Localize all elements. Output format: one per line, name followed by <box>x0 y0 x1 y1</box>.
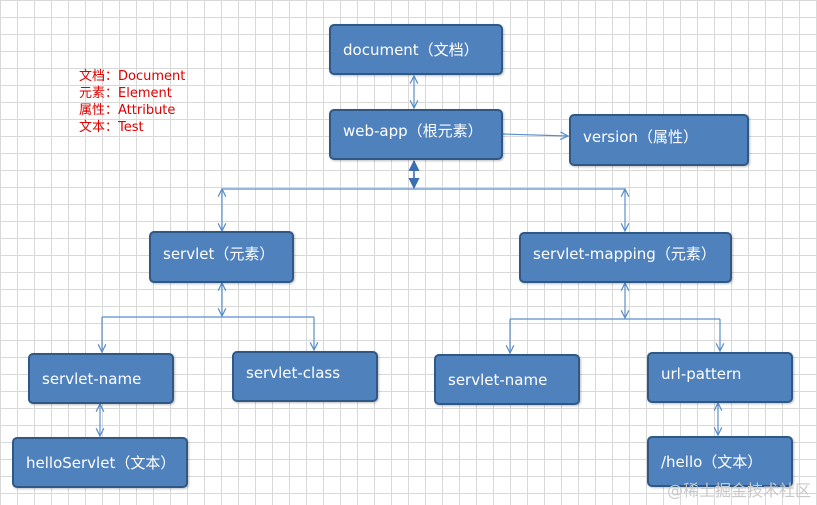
legend: 文档：Document 元素：Element 属性：Attribute 文本：T… <box>79 68 185 136</box>
node-hello-path-label: /hello（文本） <box>661 453 763 471</box>
link-webapp-version <box>501 134 568 136</box>
node-document-label: document（文档） <box>343 41 479 59</box>
node-servlet-mapping-label: servlet-mapping（元素） <box>533 245 716 263</box>
node-servlet-mapping: servlet-mapping（元素） <box>519 232 732 283</box>
legend-attribute: 属性：Attribute <box>79 103 176 118</box>
legend-element: 元素：Element <box>79 86 172 101</box>
node-servlet-name-left-label: servlet-name <box>42 369 142 388</box>
node-web-app-label: web-app（根元素） <box>343 122 483 140</box>
node-hello-servlet-label: helloServlet（文本） <box>26 454 176 472</box>
node-url-pattern-label: url-pattern <box>661 364 742 383</box>
node-servlet-class: servlet-class <box>232 351 378 402</box>
node-servlet-name-right-label: servlet-name <box>448 370 548 389</box>
legend-document: 文档：Document <box>79 69 186 84</box>
node-servlet: servlet（元素） <box>149 231 294 283</box>
node-hello-servlet: helloServlet（文本） <box>12 437 188 488</box>
node-version-label: version（属性） <box>583 127 698 146</box>
node-servlet-name-right: servlet-name <box>434 354 580 405</box>
node-servlet-name-left: servlet-name <box>28 353 174 404</box>
node-servlet-label: servlet（元素） <box>163 244 275 263</box>
node-hello-path: /hello（文本） <box>647 436 793 487</box>
legend-text: 文本：Test <box>79 120 144 135</box>
node-url-pattern: url-pattern <box>647 352 793 403</box>
node-document: document（文档） <box>329 24 503 75</box>
node-servlet-class-label: servlet-class <box>246 363 341 382</box>
watermark: @稀土掘金技术社区 <box>666 481 811 500</box>
node-web-app: web-app（根元素） <box>329 109 503 160</box>
node-version: version（属性） <box>569 114 749 166</box>
